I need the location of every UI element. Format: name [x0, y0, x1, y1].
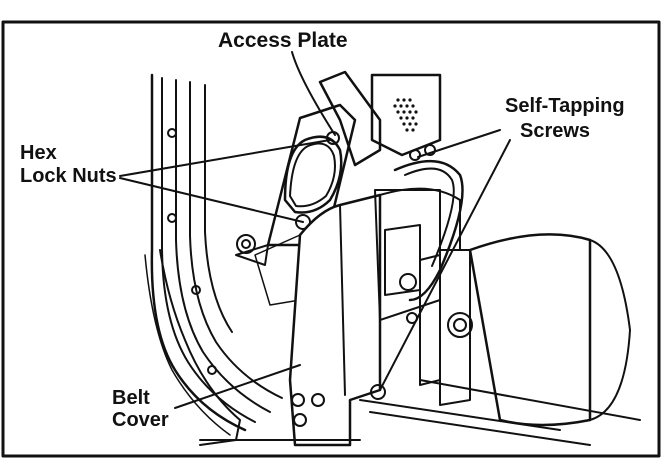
self-tapping-label: Self-Tapping — [505, 95, 625, 117]
drive-belt — [393, 159, 464, 302]
access-plate-leader — [291, 51, 336, 136]
screw-leader-lower — [379, 139, 511, 391]
motor — [374, 189, 631, 427]
screw-leader-upper — [417, 129, 501, 158]
hex-nut-leader-upper — [119, 139, 331, 177]
belt-cover-leader — [174, 364, 301, 409]
cover-label: Cover — [112, 409, 169, 431]
screws-label: Screws — [520, 120, 591, 142]
belt-label: Belt — [112, 387, 150, 409]
belt-cover-panel — [288, 187, 461, 447]
vent-holes — [393, 98, 418, 132]
upper-bracket — [318, 70, 442, 167]
base-rails — [199, 379, 641, 446]
lock-nuts-label: Lock Nuts — [20, 165, 117, 187]
hex-nut-leader-lower — [119, 177, 304, 223]
access-plate-label: Access Plate — [218, 29, 348, 52]
hex-label: Hex — [20, 142, 57, 164]
enclosure-panel — [144, 73, 283, 446]
figure-border — [1, 20, 661, 458]
leader-lines — [119, 51, 511, 409]
